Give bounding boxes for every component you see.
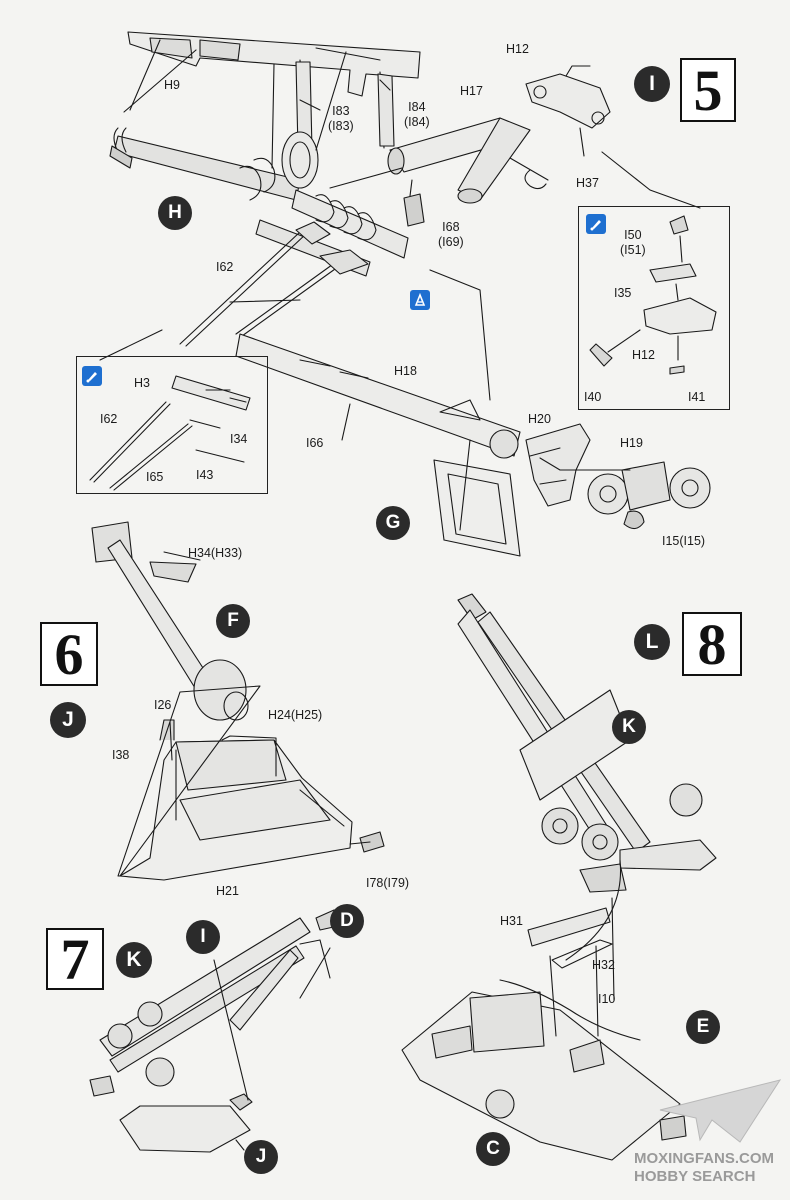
subassembly-e-badge: E — [686, 1010, 720, 1044]
barrel-assembly-part — [109, 127, 409, 277]
part-alt-number: (I51) — [620, 243, 646, 257]
part-label-h37: H37 — [576, 176, 599, 190]
step6-base-frame — [117, 685, 385, 881]
part-number: I68 — [442, 220, 460, 234]
glue-icon — [82, 366, 102, 386]
part-label-i84: I84(I84) — [404, 100, 430, 130]
part-label-h19: H19 — [620, 436, 643, 450]
part-number: I50 — [624, 228, 642, 242]
detail-part-i50 — [589, 215, 717, 375]
step6-barrel-assembly — [91, 521, 249, 721]
part-label-h21: H21 — [216, 884, 239, 898]
part-label-i26: I26 — [154, 698, 172, 712]
bracket-part-h12 — [525, 65, 611, 157]
watermark-text: MOXINGFANS.COM — [634, 1150, 775, 1167]
detail-box-step5-right — [578, 206, 730, 410]
trail-part-h18 — [235, 333, 521, 459]
step-8-box: 8 — [682, 612, 742, 677]
part-number: I84 — [408, 100, 426, 114]
part-label-h31: H31 — [500, 914, 523, 928]
part-label-i43: I43 — [196, 468, 214, 482]
part-label-i83: I83(I83) — [328, 104, 354, 134]
small-part-i68 — [403, 193, 425, 227]
part-label-h3: H3 — [134, 376, 150, 390]
optional-parts-icon — [410, 290, 430, 310]
part-label-h24: H24(H25) — [268, 708, 323, 722]
part-label-i10: I10 — [598, 992, 616, 1006]
part-label-i62: I62 — [216, 260, 234, 274]
subassembly-d-badge: D — [330, 904, 364, 938]
part-label-h9: H9 — [164, 78, 180, 92]
part-label-i34: I34 — [230, 432, 248, 446]
part-label-i40: I40 — [584, 390, 602, 404]
step-7-box: 7 — [46, 927, 104, 992]
step-5-box: 5 — [680, 58, 736, 123]
step-5-group-badge: I — [634, 66, 670, 102]
part-label-i50: I50(I51) — [620, 228, 646, 258]
detail-box-step5-left — [76, 356, 268, 494]
frame-part-g — [433, 459, 521, 557]
step8-lower-assembly — [401, 907, 687, 1161]
subassembly-c-badge: C — [476, 1132, 510, 1166]
rod-parts-i62 — [179, 221, 369, 347]
step-7-group-badge: K — [116, 942, 152, 978]
part-label-i35: I35 — [614, 286, 632, 300]
part-label-i15: I15(I15) — [662, 534, 706, 548]
step8-upper-assembly — [457, 593, 717, 893]
part-label-i41: I41 — [688, 390, 706, 404]
part-label-h17: H17 — [460, 84, 483, 98]
subassembly-k-badge: K — [612, 710, 646, 744]
part-label-i68: I68(I69) — [438, 220, 464, 250]
part-label-h20: H20 — [528, 412, 551, 426]
wheel-part-h19 — [587, 461, 711, 530]
part-label-h32: H32 — [592, 958, 615, 972]
plate-part-h20 — [525, 423, 591, 507]
step7-assembly — [89, 909, 339, 1153]
clip-part-h37 — [524, 169, 547, 190]
part-label-i38: I38 — [112, 748, 130, 762]
subassembly-g-badge: G — [376, 506, 410, 540]
part-label-h12-detail: H12 — [632, 348, 655, 362]
subassembly-f-badge: F — [216, 604, 250, 638]
watermark-logo — [659, 1079, 782, 1143]
part-label-h12: H12 — [506, 42, 529, 56]
tube-part-h17 — [387, 117, 531, 204]
step-6-group-badge: J — [50, 702, 86, 738]
part-alt-number: (I84) — [404, 115, 430, 129]
part-alt-number: (I83) — [328, 119, 354, 133]
part-label-i66: I66 — [306, 436, 324, 450]
step-6-box: 6 — [40, 622, 98, 687]
detail-part-h3-rods — [89, 375, 251, 491]
part-alt-number: (I69) — [438, 235, 464, 249]
subassembly-j-badge: J — [244, 1140, 278, 1174]
part-label-h18: H18 — [394, 364, 417, 378]
part-label-h34: H34(H33) — [188, 546, 243, 560]
part-number: I83 — [332, 104, 350, 118]
part-label-i65: I65 — [146, 470, 164, 484]
watermark-text: HOBBY SEARCH — [634, 1168, 756, 1185]
part-label-i62-detail: I62 — [100, 412, 118, 426]
step-8-group-badge: L — [634, 624, 670, 660]
part-label-i78: I78(I79) — [366, 876, 410, 890]
subassembly-i-badge: I — [186, 920, 220, 954]
subassembly-h-badge: H — [158, 196, 192, 230]
glue-icon — [586, 214, 606, 234]
